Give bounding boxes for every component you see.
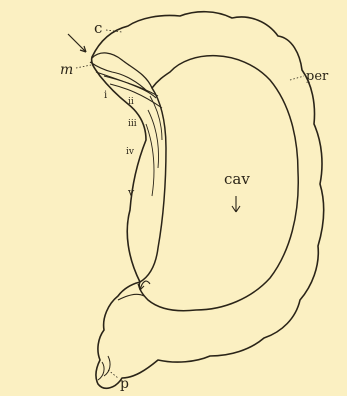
label-cav: cav	[224, 170, 250, 188]
label-c: c	[94, 19, 102, 37]
label-ii: ii	[128, 97, 134, 107]
label-v: v	[127, 186, 135, 199]
label-i: i	[104, 90, 107, 101]
label-p: p	[120, 376, 129, 392]
label-iii: iii	[128, 119, 137, 129]
label-iv: iv	[126, 147, 135, 157]
label-per: per	[306, 69, 329, 84]
label-m: m	[60, 62, 73, 78]
